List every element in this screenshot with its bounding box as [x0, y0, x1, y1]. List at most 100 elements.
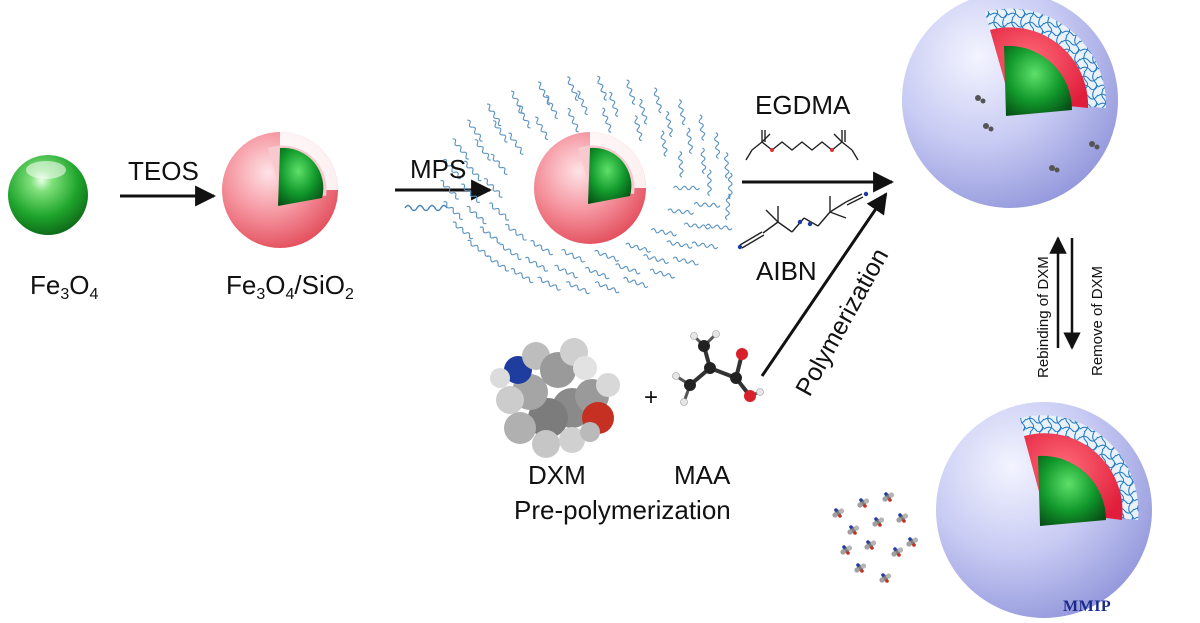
mps-chain — [594, 281, 620, 294]
dxm-mini-molecule — [879, 573, 892, 583]
mps-chain — [463, 160, 482, 182]
mps-chains — [440, 75, 733, 295]
fe3o4-sphere — [8, 155, 88, 235]
mps-chain — [602, 107, 612, 133]
label-fe3o4-sub3: 3 — [60, 286, 70, 303]
dxm-molecule — [490, 338, 620, 458]
mps-chain — [725, 193, 731, 221]
mps-chain — [727, 172, 733, 200]
mps-chain — [443, 158, 461, 180]
aibn-nitrogen-3 — [807, 221, 813, 227]
mps-chain — [609, 91, 619, 117]
label-mps: MPS — [410, 154, 467, 184]
mps-chain — [625, 242, 652, 253]
mps-chain — [546, 94, 558, 120]
dxm-mini-molecule — [864, 540, 877, 550]
aibn-nitrogen-2 — [797, 219, 803, 225]
mps-chain — [686, 127, 693, 155]
mps-chain — [626, 79, 636, 105]
dxm-mini-molecule — [832, 508, 845, 518]
mps-chain — [667, 208, 694, 215]
mps-chain — [554, 264, 579, 279]
label-coated-sub3: 3 — [256, 286, 266, 303]
mps-chain — [517, 105, 531, 129]
label-aibn: AIBN — [756, 256, 817, 286]
mps-chain — [486, 255, 510, 272]
mps-chain — [714, 132, 721, 159]
label-fe3o4-sio2: Fe3O4/SiO2 — [226, 272, 354, 303]
label-rebinding-dxm: Rebinding of DXM — [1035, 256, 1052, 378]
mps-chain — [499, 243, 522, 260]
label-remove-dxm: Remove of DXM — [1089, 265, 1106, 376]
mps-chain — [467, 239, 489, 257]
label-fe3o4-fe: Fe — [30, 270, 61, 300]
label-dxm: DXM — [528, 460, 586, 490]
mps-chain — [508, 132, 524, 155]
mps-chain — [672, 256, 699, 266]
dxm-mini-molecule — [847, 525, 860, 535]
mps-chain — [452, 221, 474, 240]
label-fe3o4-o: O — [69, 270, 90, 300]
mps-chain — [466, 205, 487, 225]
label-prepolymerization: Pre-polymerization — [514, 495, 731, 525]
mps-chain — [623, 276, 649, 289]
mip-particle-imprinted — [902, 0, 1118, 208]
mps-chain — [615, 263, 641, 275]
mps-chain — [530, 240, 554, 256]
mps-chain — [577, 90, 588, 116]
mps-chain — [698, 114, 706, 141]
label-fe3o4: Fe3O4 — [30, 272, 98, 303]
mps-chain — [490, 153, 508, 175]
mps-chain — [705, 223, 733, 231]
aibn-structure — [739, 193, 864, 249]
mps-chain — [479, 226, 501, 244]
mps-chain — [677, 150, 684, 178]
egdma-oxygen-2 — [830, 148, 834, 152]
mps-chain — [724, 151, 730, 179]
mps-chain — [538, 81, 551, 106]
mps-chain — [693, 202, 721, 208]
mps-chain — [683, 222, 711, 230]
mps-chain — [487, 103, 502, 127]
mps-wave-icon — [404, 204, 448, 212]
mps-chain — [650, 228, 678, 237]
mps-chain — [440, 180, 459, 200]
mps-chain — [535, 116, 549, 140]
mps-chain — [510, 267, 534, 284]
core-shell-particle — [222, 132, 338, 248]
dxm-mini-molecule — [891, 547, 904, 557]
label-egdma: EGDMA — [755, 90, 851, 120]
dxm-mini-molecule — [906, 537, 919, 547]
dxm-mini-molecule — [882, 492, 895, 502]
maa-molecule — [672, 330, 764, 406]
label-teos: TEOS — [128, 156, 199, 186]
mps-chain — [467, 119, 483, 142]
mps-chain — [673, 185, 700, 191]
mps-chain — [707, 169, 712, 196]
mps-chain — [443, 201, 464, 220]
label-plus: + — [644, 384, 659, 411]
mps-chain — [649, 268, 676, 279]
mps-chain — [678, 99, 686, 126]
mps-chain — [567, 107, 579, 133]
mps-chain — [537, 276, 561, 291]
label-fe3o4-sub4: 4 — [89, 286, 99, 303]
mps-chain — [525, 256, 549, 272]
mps-chain — [639, 98, 648, 125]
arrow-polymerization — [760, 192, 888, 377]
mps-chain — [561, 248, 586, 263]
mps-chain — [510, 90, 525, 114]
egdma-oxygen-1 — [770, 148, 774, 152]
mps-chain — [597, 75, 607, 101]
mmip-particle — [936, 402, 1152, 618]
dxm-mini-molecule — [854, 563, 867, 573]
dxm-mini-molecule — [857, 498, 870, 508]
mps-chain — [634, 115, 643, 142]
mps-chain — [474, 139, 491, 161]
aibn-nitrogen-4 — [863, 191, 869, 197]
dxm-mini-molecule — [896, 513, 909, 523]
mps-chain — [700, 147, 707, 175]
mps-chain — [489, 202, 510, 221]
mps-chain — [565, 281, 591, 295]
